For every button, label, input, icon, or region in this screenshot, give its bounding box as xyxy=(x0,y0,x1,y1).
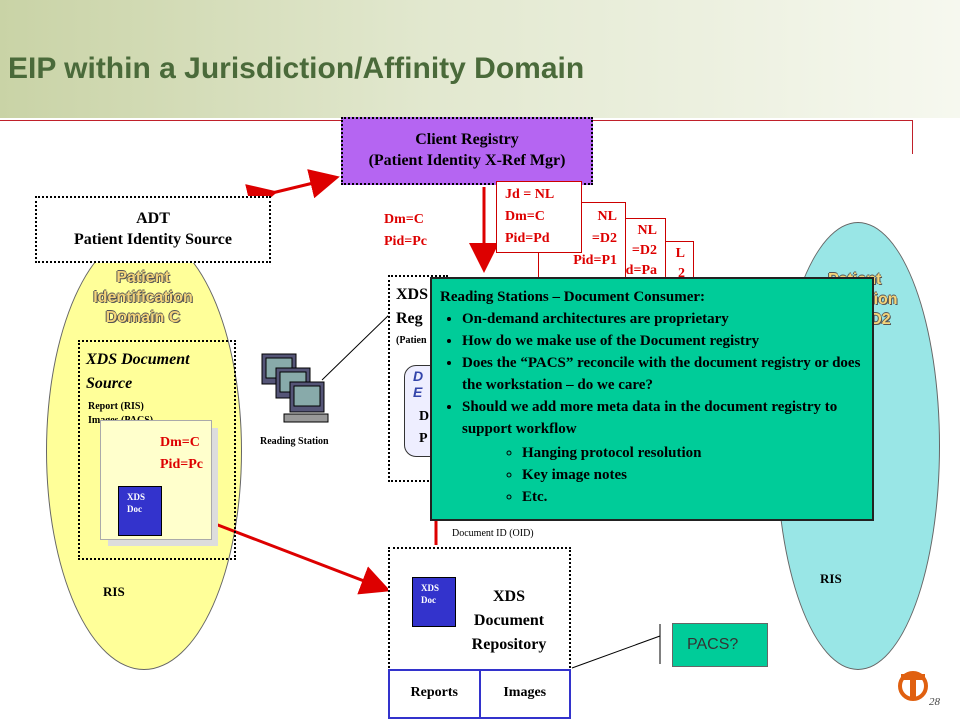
client-registry-subtitle: (Patient Identity X-Ref Mgr) xyxy=(368,152,566,169)
id-card-1: Jd = NL Dm=C Pid=Pd xyxy=(496,181,582,253)
reading-stations-note: Reading Stations – Document Consumer: On… xyxy=(430,277,874,521)
logo xyxy=(898,668,928,704)
pacs-callout-line xyxy=(571,635,661,669)
card3-line2: =D2 xyxy=(631,243,657,258)
page-title: EIP within a Jurisdiction/Affinity Domai… xyxy=(8,52,585,85)
doc-id-label: Document ID (OID) xyxy=(452,528,534,539)
logo-icon xyxy=(898,671,928,701)
note-bullet-list: On-demand architectures are proprietary … xyxy=(440,308,864,508)
registry-entry-p: P xyxy=(419,431,428,446)
domain-c-line1: Patient xyxy=(116,269,170,286)
source-pid: Pid=Pc xyxy=(160,457,203,472)
ris-left-label: RIS xyxy=(103,584,125,599)
registry-entry-h1: D xyxy=(413,368,424,384)
source-ids: Dm=C Pid=Pc xyxy=(160,432,203,476)
card1-line2: Dm=C xyxy=(505,209,545,224)
note-heading: Reading Stations – Document Consumer: xyxy=(440,289,706,305)
card4-line2: 2 xyxy=(678,266,685,281)
registry-title-l2: Reg xyxy=(396,310,423,327)
note-bullet: On-demand architectures are proprietary xyxy=(462,308,864,330)
note-sub-bullet: Key image notes xyxy=(522,464,864,486)
note-bullet: How do we make use of the Document regis… xyxy=(462,330,864,352)
card2-line1: NL xyxy=(597,209,617,224)
repository-storage: Reports Images xyxy=(388,669,571,719)
header-band xyxy=(0,0,960,118)
card4-line1: L xyxy=(675,246,685,261)
repository-title: XDS Document Repository xyxy=(454,585,564,657)
station-registry-line xyxy=(321,309,395,381)
computer-icon xyxy=(261,353,329,423)
card1-line3: Pid=Pd xyxy=(505,231,550,246)
pacs-callout: PACS? xyxy=(672,623,768,667)
card2-line3: Pid=P1 xyxy=(573,253,617,268)
client-registry-box: Client Registry (Patient Identity X-Ref … xyxy=(341,117,593,185)
source-detail-ris: Report (RIS) xyxy=(88,401,144,412)
frame-line-right xyxy=(912,120,913,154)
xds-source-title: XDS Document Source xyxy=(86,348,190,396)
registry-title: XDS Reg xyxy=(396,283,428,331)
page-number: 28 xyxy=(929,696,940,708)
adt-subtitle: Patient Identity Source xyxy=(74,231,232,248)
repo-doc-label2: Doc xyxy=(421,595,436,605)
repository-xds-doc: XDS Doc xyxy=(412,577,456,627)
domain-c-line3: Domain C xyxy=(105,309,181,326)
xds-source-box: XDS Document Source Report (RIS) Images … xyxy=(78,340,236,560)
registry-entry-d: D xyxy=(419,409,430,424)
adt-client-arrow xyxy=(245,169,340,214)
registry-entry-fields: D P xyxy=(419,406,429,450)
source-xds-doc: XDS Doc xyxy=(118,486,162,536)
adt-box: ADT Patient Identity Source xyxy=(35,196,271,263)
registry-entry-header: D E xyxy=(413,368,423,400)
registry-entry-h2: E xyxy=(413,384,423,400)
mid-pid: Pid=Pc xyxy=(384,234,427,249)
reading-station-label: Reading Station xyxy=(260,436,329,447)
repo-title-l1: XDS xyxy=(492,588,525,605)
repo-doc-label1: XDS xyxy=(421,583,440,593)
ris-right-label: RIS xyxy=(820,571,842,586)
xds-source-title-line1: XDS Document xyxy=(86,351,190,368)
mid-ids: Dm=C Pid=Pc xyxy=(384,209,427,253)
reading-station-group xyxy=(260,348,360,438)
registry-subtitle: (Patien xyxy=(396,335,427,346)
xds-repository-box: XDS Doc XDS Document Repository xyxy=(388,547,571,671)
note-sub-bullet: Hanging protocol resolution xyxy=(522,442,864,464)
adt-title: ADT xyxy=(136,210,170,227)
client-registry-title: Client Registry xyxy=(415,131,519,148)
note-bullet: Should we add more meta data in the docu… xyxy=(462,396,864,440)
domain-c-line2: Identification xyxy=(93,289,193,306)
source-doc-label1: XDS xyxy=(127,492,146,502)
domain-c-label: Patient Identification Domain C xyxy=(68,268,218,328)
card3-line1: NL xyxy=(637,223,657,238)
storage-images: Images xyxy=(503,685,547,700)
repo-title-l2: Document xyxy=(473,612,545,629)
source-doc-label2: Doc xyxy=(127,504,142,514)
note-sub-list: Hanging protocol resolution Key image no… xyxy=(462,442,864,508)
storage-reports: Reports xyxy=(390,671,481,717)
note-sub-bullet: Etc. xyxy=(522,486,864,508)
repo-title-l3: Repository xyxy=(471,636,547,653)
registry-title-l1: XDS xyxy=(396,286,429,303)
xds-source-title-line2: Source xyxy=(86,375,133,392)
source-dm: Dm=C xyxy=(160,435,200,450)
mid-dm: Dm=C xyxy=(384,212,424,227)
card2-line2: =D2 xyxy=(591,231,617,246)
source-repo-arrow xyxy=(196,515,391,595)
note-bullet: Does the “PACS” reconcile with the docum… xyxy=(462,352,864,396)
card1-line1: Jd = NL xyxy=(505,187,555,202)
